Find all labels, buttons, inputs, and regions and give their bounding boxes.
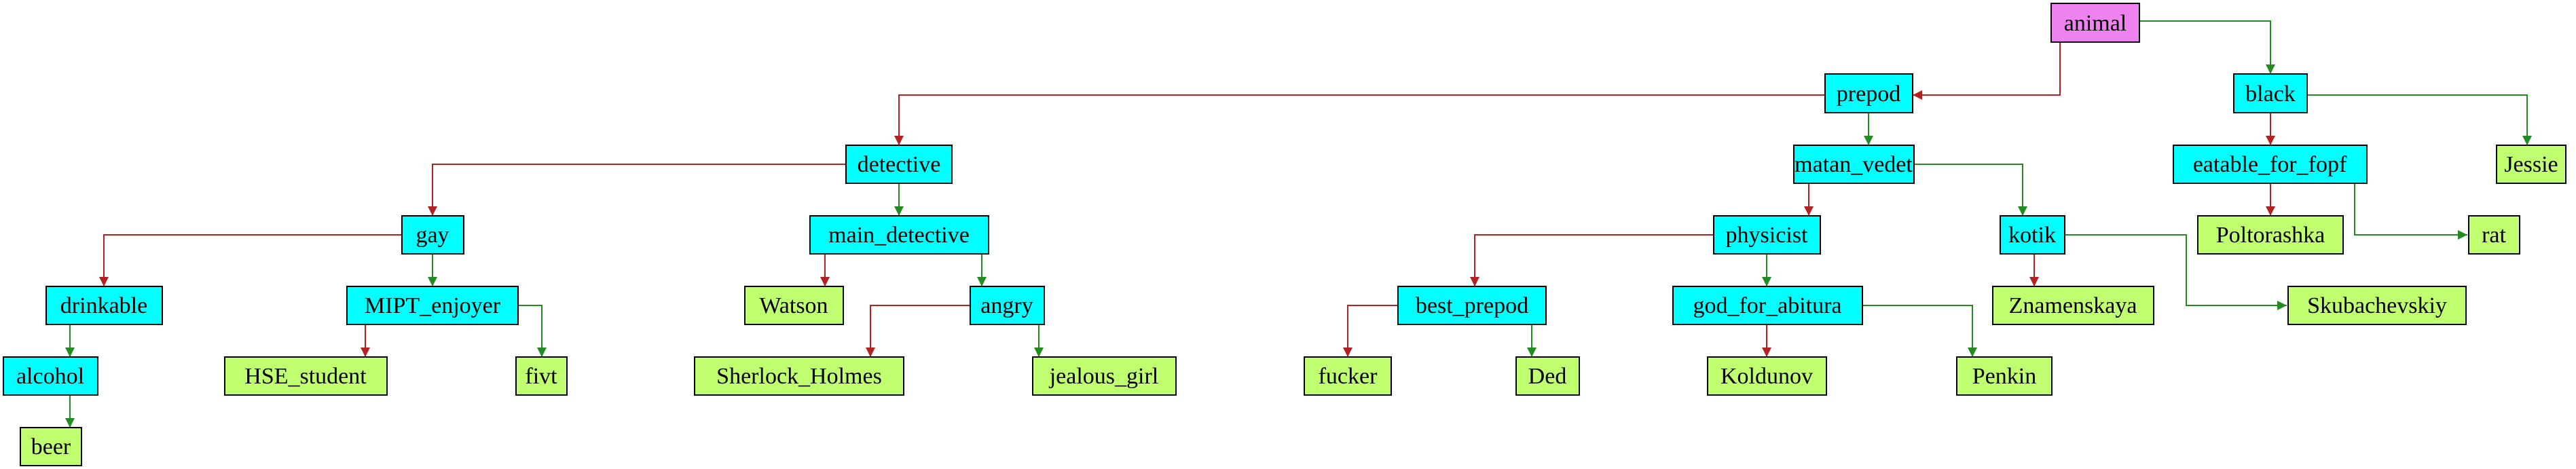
node-jessie-label: Jessie [2504,152,2558,177]
node-matan-vedet: matan_vedet [1793,145,1915,184]
edge-eatable-rat [2354,183,2467,240]
node-jessie: Jessie [2496,145,2566,184]
node-drinkable: drinkable [45,286,163,325]
edge-black-jessie [2307,94,2532,145]
node-gay-label: gay [416,223,449,248]
node-jealous-girl-label: jealous_girl [1049,364,1159,389]
node-god-for-abitura: god_for_abitura [1672,286,1863,325]
node-physicist-label: physicist [1726,223,1808,248]
node-prepod-label: prepod [1837,81,1900,107]
edge-animal-prepod [1913,42,2061,100]
node-detective-label: detective [858,152,941,177]
node-jealous-girl: jealous_girl [1032,356,1177,396]
node-rat-label: rat [2482,223,2506,248]
node-penkin: Penkin [1956,356,2053,396]
node-prepod: prepod [1824,73,1913,113]
node-poltorashka: Poltorashka [2197,215,2344,255]
node-angry-label: angry [980,293,1033,318]
node-znamenskaya: Znamenskaya [1992,286,2154,325]
edge-angry-sherlock [866,305,970,357]
node-eatable-for-fopf: eatable_for_fopf [2173,145,2368,184]
edge-matan-vedet-kotik [1914,164,2027,216]
node-beer: beer [20,427,82,466]
edge-kotik-skubachevskiy [2065,234,2287,310]
edge-detective-gay [428,164,846,216]
node-mipt-enjoyer: MIPT_enjoyer [346,286,519,325]
node-watson: Watson [744,286,844,325]
node-fucker: fucker [1304,356,1392,396]
node-detective: detective [845,145,953,184]
node-rat: rat [2468,215,2520,255]
node-skubachevskiy-label: Skubachevskiy [2307,293,2447,318]
node-hse-student: HSE_student [224,356,388,396]
edge-mipt-enjoyer-fivt [518,305,547,357]
edge-physicist-best-prepod [1470,234,1714,286]
node-beer-label: beer [31,434,71,459]
node-angry: angry [970,286,1045,325]
node-physicist: physicist [1713,215,1821,255]
node-main-detective: main_detective [809,215,989,255]
edge-god-for-abitura-penkin [1862,305,1977,357]
node-animal-label: animal [2064,11,2127,36]
node-alcohol: alcohol [3,356,98,396]
node-penkin-label: Penkin [1972,364,2036,389]
node-sherlock-holmes: Sherlock_Holmes [694,356,904,396]
node-poltorashka-label: Poltorashka [2216,223,2325,248]
node-fucker-label: fucker [1319,364,1378,389]
node-animal: animal [2050,3,2140,43]
node-koldunov: Koldunov [1707,356,1827,396]
node-watson-label: Watson [759,293,828,318]
edge-prepod-detective [894,94,1825,145]
node-eatable-for-fopf-label: eatable_for_fopf [2193,152,2347,177]
node-best-prepod-label: best_prepod [1416,293,1528,318]
node-fivt: fivt [515,356,568,396]
node-main-detective-label: main_detective [828,223,970,248]
node-gay: gay [401,215,464,255]
edge-gay-drinkable [99,234,402,286]
edge-animal-black [2139,20,2275,74]
node-alcohol-label: alcohol [16,364,84,389]
node-ded-label: Ded [1528,364,1567,389]
node-hse-student-label: HSE_student [244,364,367,389]
node-kotik: kotik [2000,215,2065,255]
node-god-for-abitura-label: god_for_abitura [1693,293,1841,318]
node-fivt-label: fivt [525,364,557,389]
node-znamenskaya-label: Znamenskaya [2009,293,2137,318]
edge-best-prepod-fucker [1343,305,1398,357]
node-black: black [2233,73,2308,113]
node-best-prepod: best_prepod [1397,286,1547,325]
node-ded: Ded [1515,356,1580,396]
node-black-label: black [2245,81,2296,107]
node-skubachevskiy: Skubachevskiy [2287,286,2467,325]
node-kotik-label: kotik [2008,223,2056,248]
node-mipt-enjoyer-label: MIPT_enjoyer [365,293,501,318]
node-matan-vedet-label: matan_vedet [1795,152,1913,177]
node-koldunov-label: Koldunov [1721,364,1813,389]
node-drinkable-label: drinkable [60,293,147,318]
node-sherlock-holmes-label: Sherlock_Holmes [716,364,882,389]
